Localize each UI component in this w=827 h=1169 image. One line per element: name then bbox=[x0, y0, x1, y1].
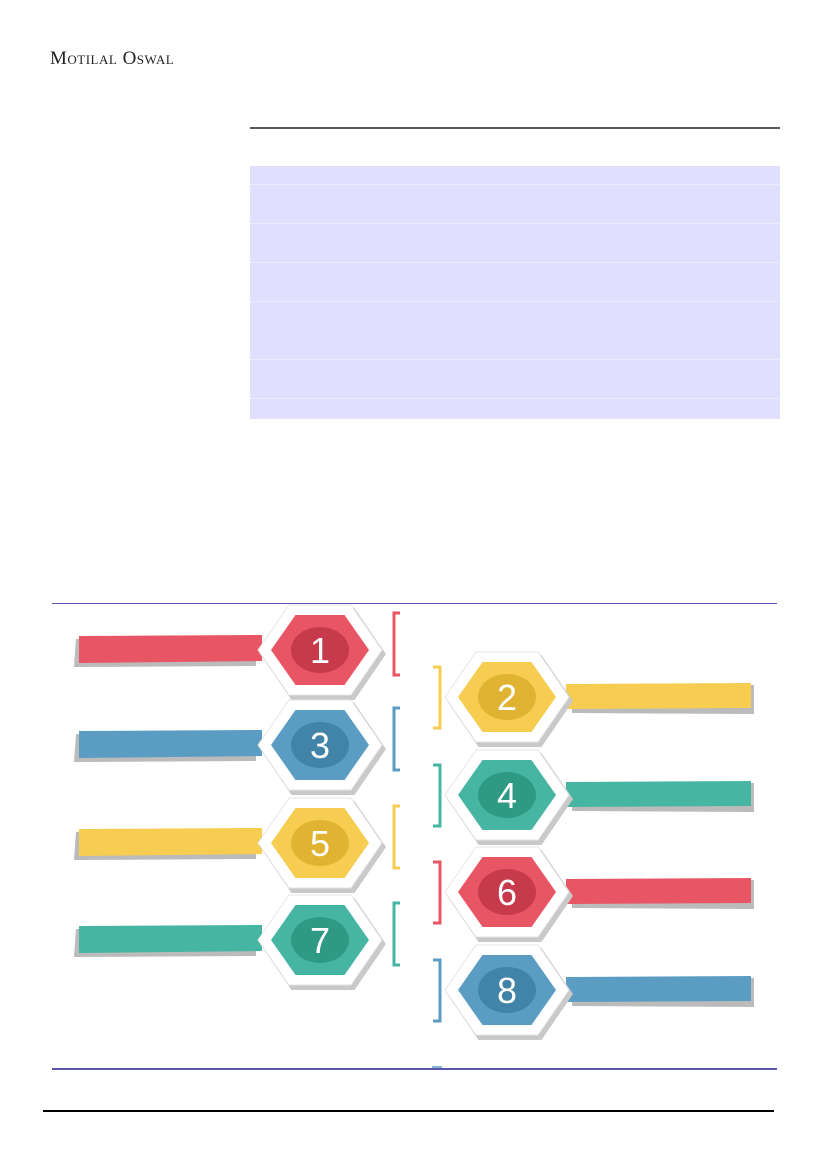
step-ribbon bbox=[79, 828, 262, 856]
step-ribbon bbox=[79, 635, 262, 663]
summary-table bbox=[250, 166, 780, 419]
bracket-close bbox=[433, 665, 442, 730]
section-rule bbox=[250, 127, 780, 129]
bracket-open bbox=[392, 901, 400, 967]
step-circle bbox=[291, 820, 349, 866]
step-circle bbox=[291, 722, 349, 768]
step-ribbon bbox=[566, 781, 751, 807]
step-number: 5 bbox=[310, 823, 330, 864]
step-circle bbox=[291, 627, 349, 673]
step-ribbon bbox=[566, 683, 751, 709]
step-number: 2 bbox=[497, 677, 517, 718]
bracket-open bbox=[392, 706, 400, 772]
step-ribbon bbox=[79, 925, 262, 953]
exhibit-frame-bottom bbox=[52, 1068, 777, 1070]
table-row bbox=[250, 399, 780, 419]
table-row bbox=[250, 224, 780, 263]
step-number: 6 bbox=[497, 872, 517, 913]
bracket-close bbox=[433, 958, 442, 1023]
table-row bbox=[250, 185, 780, 224]
bracket-open bbox=[392, 611, 400, 677]
table-row bbox=[250, 263, 780, 302]
bracket-close bbox=[433, 860, 442, 925]
step-circle bbox=[478, 869, 536, 915]
step-number: 8 bbox=[497, 970, 517, 1011]
step-circle bbox=[478, 674, 536, 720]
table-row bbox=[250, 166, 780, 185]
step-number: 3 bbox=[310, 725, 330, 766]
step-circle bbox=[291, 917, 349, 963]
step-number: 4 bbox=[497, 775, 517, 816]
step-circle bbox=[478, 772, 536, 818]
step-ribbon bbox=[566, 878, 751, 904]
step-number: 7 bbox=[310, 920, 330, 961]
footer-rule bbox=[43, 1110, 774, 1112]
step-circle bbox=[478, 967, 536, 1013]
step-ribbon bbox=[566, 976, 751, 1002]
table-row bbox=[250, 360, 780, 399]
step-number: 1 bbox=[310, 630, 330, 671]
bracket-open bbox=[392, 804, 400, 870]
company-logo: Motilal Oswal bbox=[50, 48, 175, 69]
exhibit-frame-top bbox=[52, 603, 777, 604]
step-ribbon bbox=[79, 730, 262, 758]
table-row bbox=[250, 302, 780, 360]
bracket-close bbox=[433, 763, 442, 828]
